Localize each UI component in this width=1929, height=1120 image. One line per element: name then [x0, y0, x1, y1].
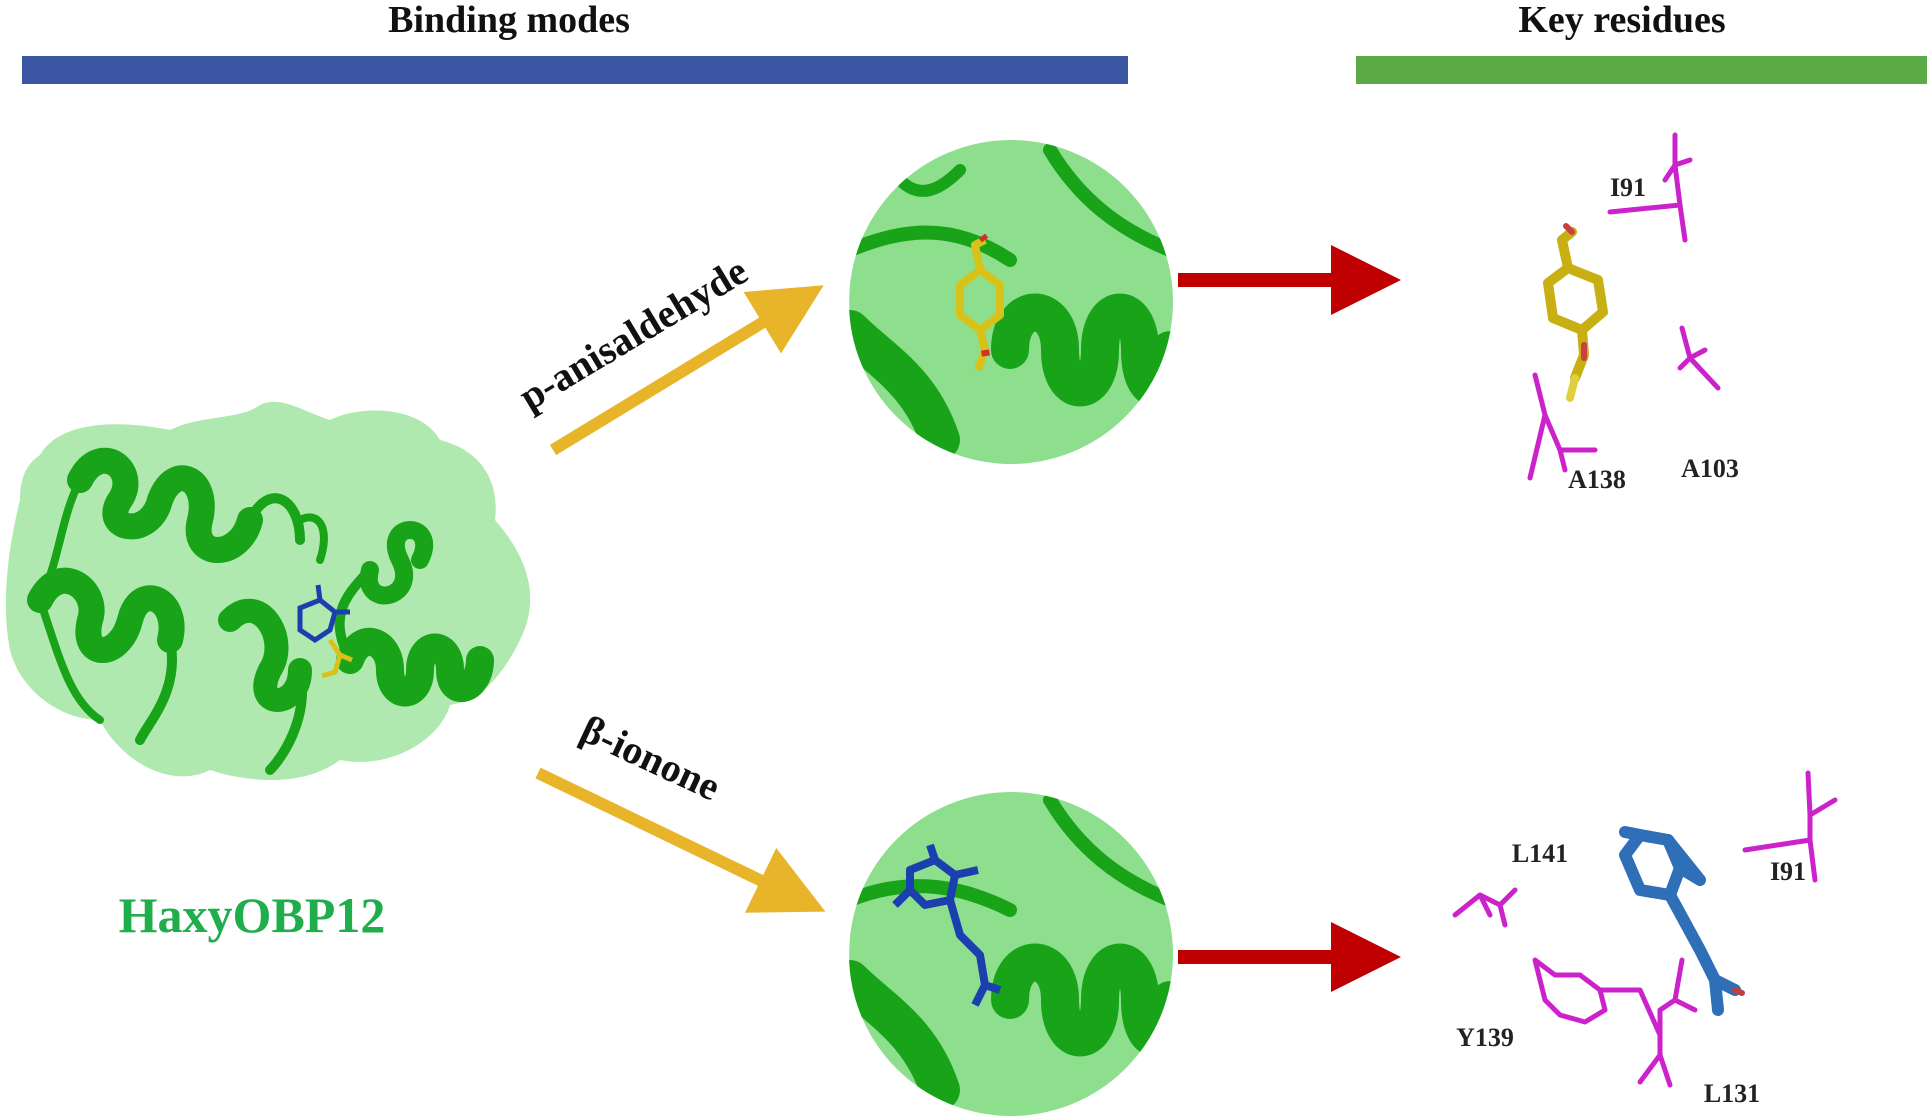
- protein-name: HaxyOBP12: [119, 887, 386, 943]
- protein-structure-image: [5, 401, 531, 780]
- residues-anisaldehyde: [1527, 132, 1721, 481]
- residue-label-a138: A138: [1568, 465, 1626, 494]
- arrow-to-anisaldehyde: [549, 285, 824, 456]
- ligand-label-anisaldehyde: p-anisaldehyde: [511, 248, 755, 419]
- ligand-label-ionone: β-ionone: [574, 706, 727, 809]
- binding-pocket-anisaldehyde: [849, 140, 1173, 464]
- header-binding-modes: Binding modes: [388, 0, 630, 41]
- header-bar-key-residues: [1356, 56, 1927, 84]
- residue-label-a103: A103: [1681, 454, 1739, 483]
- docked-ligands: [297, 584, 353, 679]
- residue-label-i91-bottom: I91: [1770, 857, 1806, 886]
- residues-ionone: [1452, 770, 1838, 1088]
- header-key-residues: Key residues: [1518, 0, 1725, 41]
- residue-label-i91-top: I91: [1610, 173, 1646, 202]
- residue-label-l131: L131: [1704, 1079, 1760, 1108]
- residue-label-y139: Y139: [1456, 1023, 1514, 1052]
- header-bar-binding-modes: [22, 56, 1128, 84]
- binding-pocket-ionone: [849, 792, 1173, 1116]
- residue-label-l141: L141: [1512, 839, 1568, 868]
- arrow-to-ionone: [535, 767, 826, 913]
